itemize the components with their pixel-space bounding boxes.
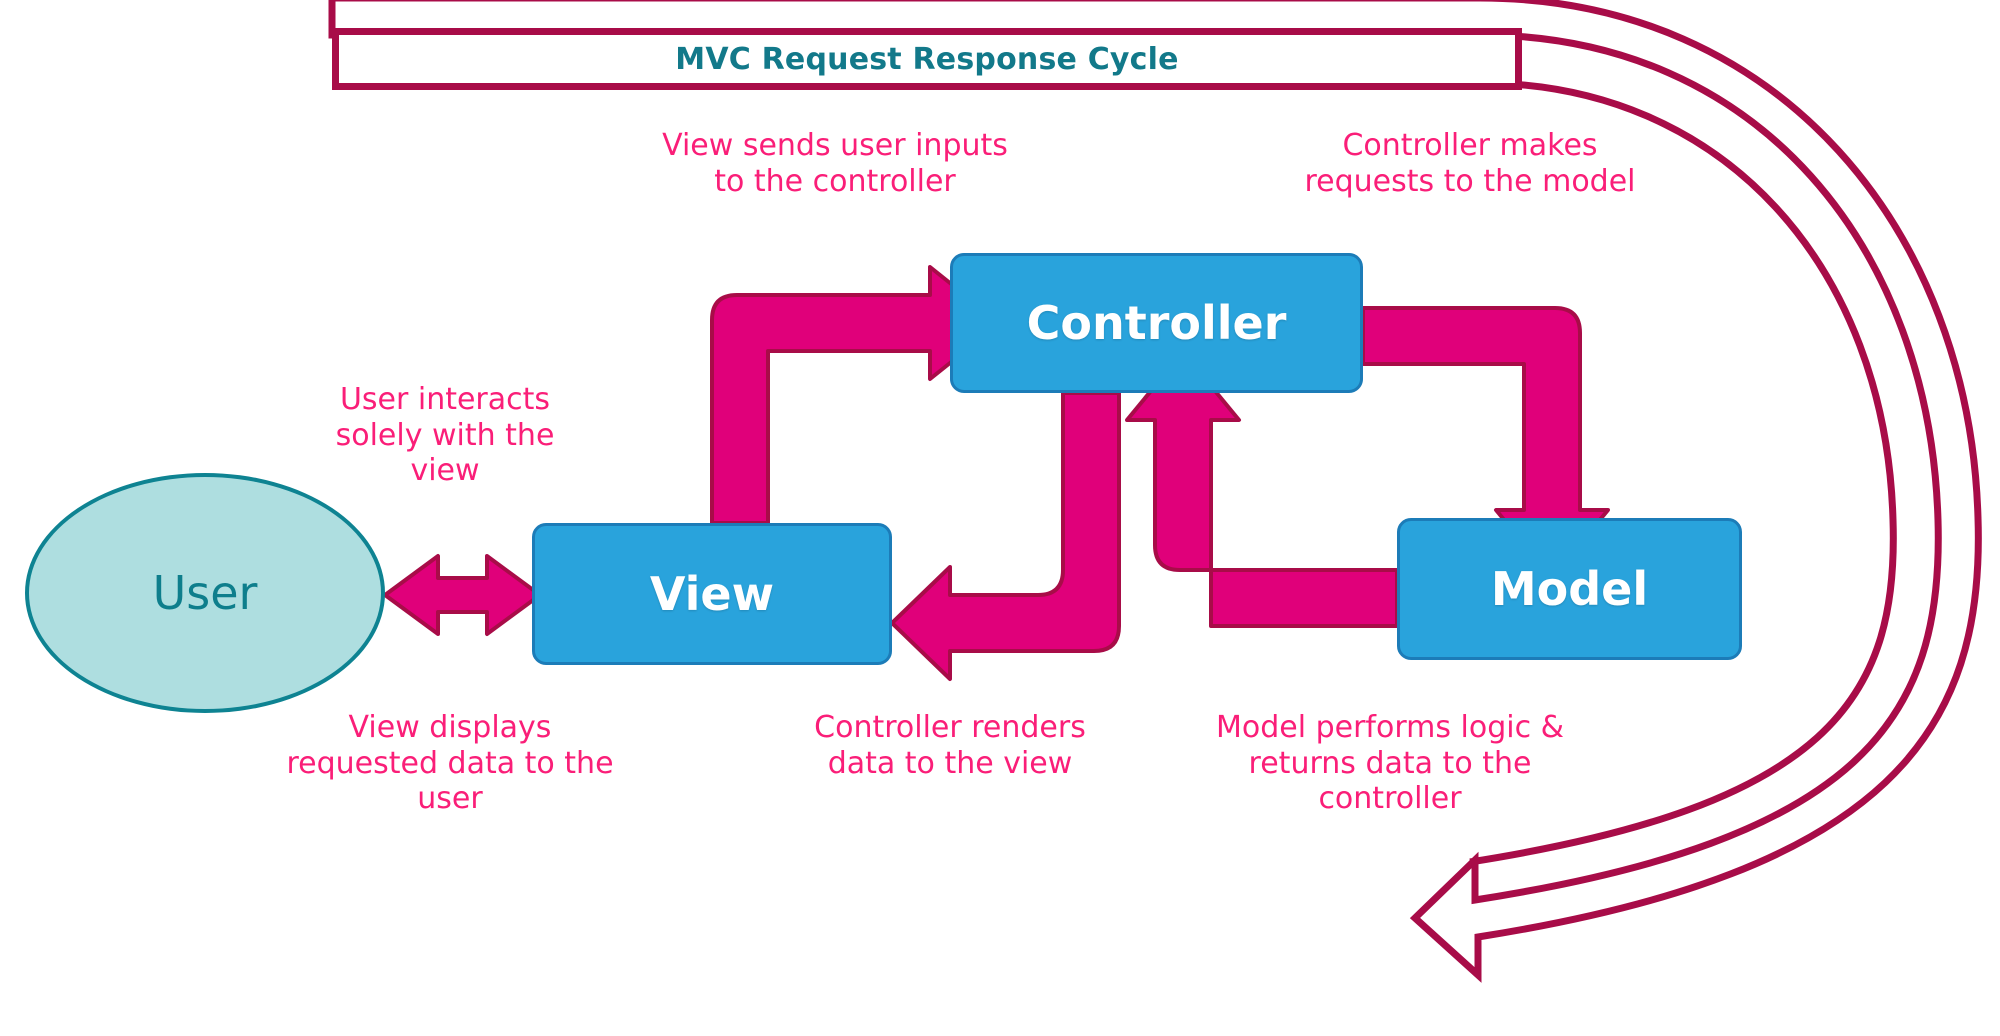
node-user-label: User xyxy=(152,566,258,620)
arrow-model-to-controller xyxy=(1125,350,1399,628)
node-user[interactable]: User xyxy=(25,473,385,713)
label-user-interacts: User interacts solely with the view xyxy=(335,382,555,489)
node-model[interactable]: Model xyxy=(1397,518,1742,660)
arrow-user-view xyxy=(383,554,542,636)
label-view-displays-data: View displays requested data to the user xyxy=(286,710,614,817)
return-arrow-inner-curve xyxy=(332,79,1897,866)
return-arrow-outline xyxy=(328,0,1982,983)
arrow-view-to-controller xyxy=(710,265,1002,525)
page-title: MVC Request Response Cycle xyxy=(675,41,1179,77)
cycle-return-arrow xyxy=(328,0,1982,983)
label-model-performs-logic: Model performs logic & returns data to t… xyxy=(1215,710,1565,817)
arrow-controller-to-view xyxy=(890,391,1121,681)
title-box xyxy=(332,28,1522,90)
node-controller[interactable]: Controller xyxy=(950,253,1363,393)
label-controller-makes-requests: Controller makes requests to the model xyxy=(1304,128,1636,199)
label-view-sends-inputs: View sends user inputs to the controller xyxy=(662,128,1008,199)
node-view[interactable]: View xyxy=(532,523,892,665)
label-controller-renders-data: Controller renders data to the view xyxy=(814,710,1086,781)
arrow-controller-to-model xyxy=(1361,306,1610,580)
